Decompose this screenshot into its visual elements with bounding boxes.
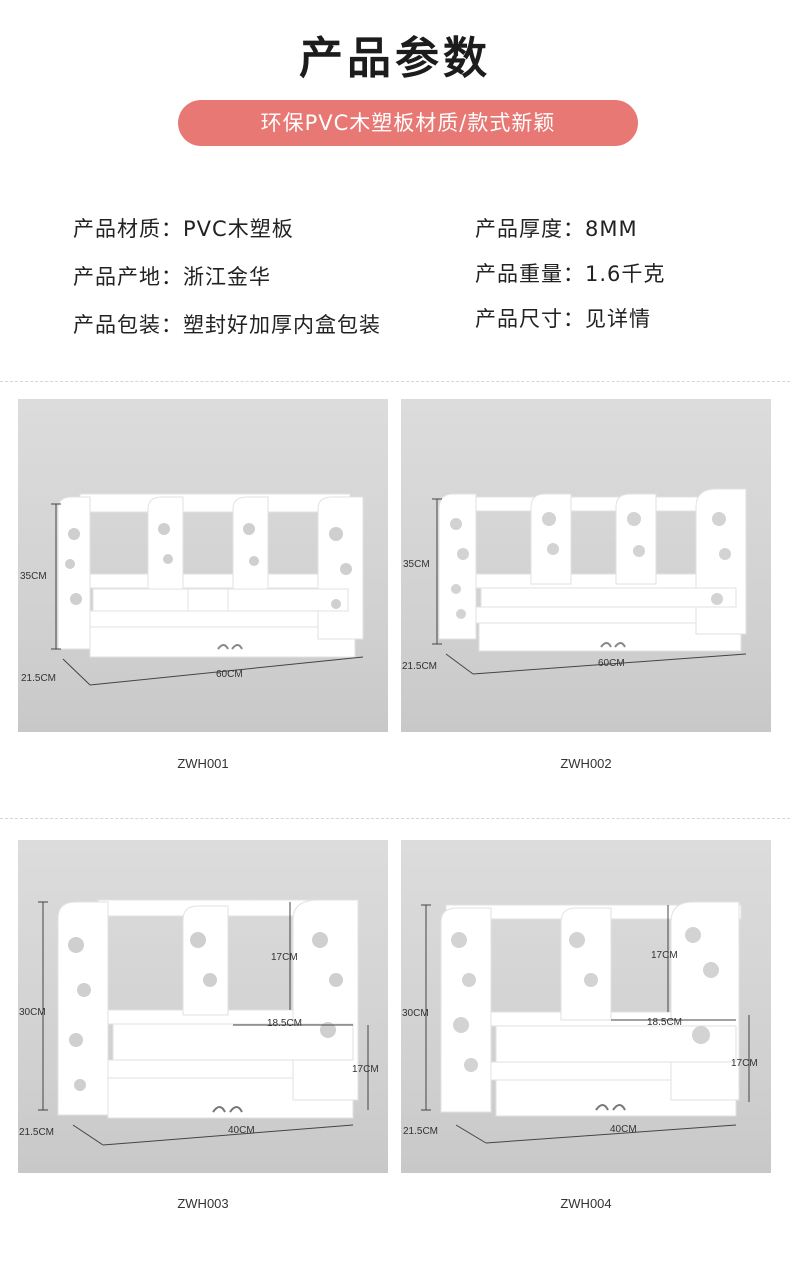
dim-width: 40CM bbox=[610, 1124, 637, 1135]
dim-depth: 21.5CM bbox=[402, 661, 437, 672]
dim-inner-height: 17CM bbox=[271, 952, 298, 963]
shelf-illustration: 35CM 21.5CM 60CM bbox=[402, 488, 747, 675]
dim-width: 40CM bbox=[228, 1125, 255, 1136]
spec-value: PVC木塑板 bbox=[183, 217, 294, 241]
dim-depth: 21.5CM bbox=[21, 673, 56, 684]
model-label: ZWH003 bbox=[177, 1196, 229, 1211]
spec-label: 产品材质： bbox=[73, 217, 183, 241]
shelf-illustration: 35CM 21.5CM 60CM bbox=[20, 493, 364, 686]
spec-value: 1.6千克 bbox=[585, 262, 666, 286]
model-label: ZWH002 bbox=[560, 756, 612, 771]
spec-material: 产品材质：PVC木塑板 bbox=[73, 213, 294, 243]
dim-height: 35CM bbox=[403, 559, 430, 570]
dim-inner-height: 17CM bbox=[651, 950, 678, 961]
spec-packaging: 产品包装：塑封好加厚内盒包装 bbox=[73, 309, 381, 339]
divider bbox=[0, 381, 790, 382]
model-label: ZWH004 bbox=[560, 1196, 612, 1211]
spec-weight: 产品重量：1.6千克 bbox=[475, 258, 665, 288]
dim-inner-width: 18.5CM bbox=[267, 1018, 302, 1029]
spec-value: 塑封好加厚内盒包装 bbox=[183, 313, 381, 337]
dim-width: 60CM bbox=[216, 669, 243, 680]
dim-depth: 21.5CM bbox=[403, 1126, 438, 1137]
spec-value: 8MM bbox=[585, 217, 638, 241]
product-photo-zwh001: 35CM 21.5CM 60CM bbox=[18, 399, 388, 732]
divider bbox=[0, 818, 790, 819]
dim-height: 30CM bbox=[19, 1007, 46, 1018]
spec-label: 产品厚度： bbox=[475, 217, 585, 241]
model-label: ZWH001 bbox=[177, 756, 229, 771]
product-photo-zwh002: 35CM 21.5CM 60CM bbox=[401, 399, 771, 732]
dim-depth: 21.5CM bbox=[19, 1127, 54, 1138]
spec-origin: 产品产地：浙江金华 bbox=[73, 261, 271, 291]
dim-drawer-height: 17CM bbox=[731, 1058, 758, 1069]
product-photo-zwh004: 30CM 21.5CM 40CM 17CM 18.5CM 17CM bbox=[401, 840, 771, 1173]
dim-inner-width: 18.5CM bbox=[647, 1017, 682, 1028]
spec-label: 产品包装： bbox=[73, 313, 183, 337]
spec-label: 产品尺寸： bbox=[475, 307, 585, 331]
spec-label: 产品重量： bbox=[475, 262, 585, 286]
shelf-illustration: 30CM 21.5CM 40CM 17CM 18.5CM 17CM bbox=[402, 901, 758, 1144]
spec-value: 浙江金华 bbox=[183, 265, 271, 289]
shelf-illustration: 30CM 21.5CM 40CM 17CM 18.5CM 17CM bbox=[19, 899, 379, 1146]
product-photo-zwh003: 30CM 21.5CM 40CM 17CM 18.5CM 17CM bbox=[18, 840, 388, 1173]
spec-label: 产品产地： bbox=[73, 265, 183, 289]
dim-height: 30CM bbox=[402, 1008, 429, 1019]
spec-thickness: 产品厚度：8MM bbox=[475, 213, 638, 243]
dim-drawer-height: 17CM bbox=[352, 1064, 379, 1075]
dim-height: 35CM bbox=[20, 571, 47, 582]
spec-size: 产品尺寸：见详情 bbox=[475, 303, 651, 333]
page-title: 产品参数 bbox=[299, 33, 491, 84]
subtitle-banner: 环保PVC木塑板材质/款式新颖 bbox=[178, 100, 638, 146]
spec-value: 见详情 bbox=[585, 307, 651, 331]
dim-width: 60CM bbox=[598, 658, 625, 669]
